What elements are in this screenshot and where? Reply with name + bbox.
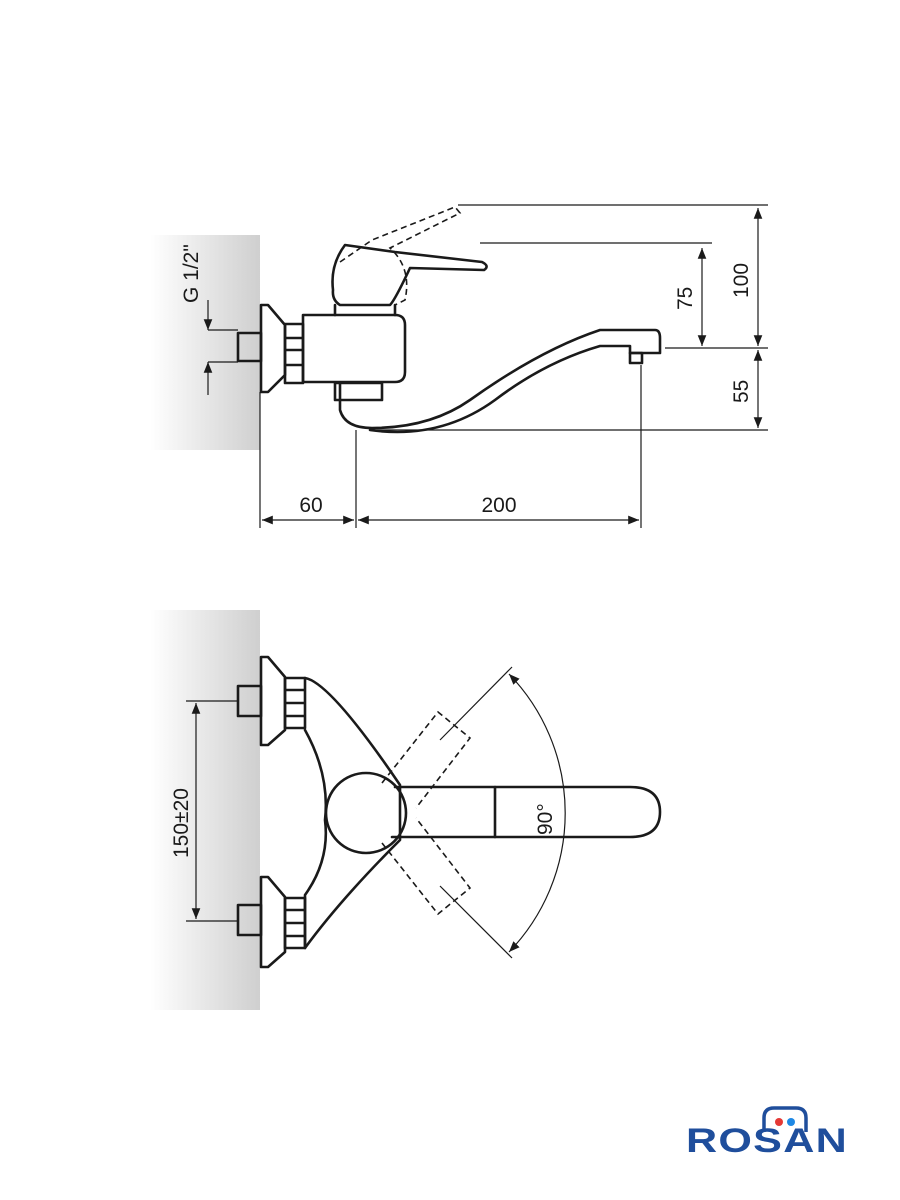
lever-neck <box>333 303 397 317</box>
dim-thread: G 1/2" <box>180 244 203 303</box>
logo-red-dot <box>775 1118 783 1126</box>
logo-blue-dot <box>787 1118 795 1126</box>
upper-flange <box>259 655 287 747</box>
lower-stub <box>236 903 263 937</box>
lower-flange <box>259 875 287 969</box>
cartridge-circle <box>324 771 408 855</box>
wall-shade-top <box>150 235 260 450</box>
dim-spout-height: 55 <box>730 380 753 403</box>
wall-flange <box>259 303 287 394</box>
dim-center-distance: 150±20 <box>170 788 193 858</box>
connector-stub <box>236 331 263 363</box>
lever-top-tip <box>493 785 662 839</box>
lever-top-solid <box>390 785 497 839</box>
logo-text: ROSAN <box>686 1122 848 1160</box>
spout-base <box>333 381 384 402</box>
aerator <box>628 351 644 365</box>
lower-nut <box>283 896 307 950</box>
dim-spout-reach: 200 <box>481 494 516 517</box>
dim-lever-height: 75 <box>674 287 697 310</box>
angle-arc <box>508 673 566 953</box>
wall-shade-bottom <box>150 610 260 1010</box>
brand-logo: ROSAN <box>686 1106 848 1160</box>
mixer-body <box>301 313 407 384</box>
dim-total-height: 100 <box>730 263 753 298</box>
side-view: G 1/2" 75 100 55 60 200 <box>150 204 768 528</box>
dim-swivel-angle: 90° <box>534 803 557 835</box>
spout <box>338 328 662 434</box>
upper-nut <box>283 676 307 730</box>
lever-dashed <box>339 206 462 306</box>
lever-dashed-up <box>381 710 472 809</box>
dim-wall-offset: 60 <box>299 494 322 517</box>
logo-arch <box>762 1106 808 1132</box>
nut <box>283 322 305 385</box>
lever-solid <box>331 243 488 307</box>
lever-dashed-down <box>381 817 472 916</box>
top-view: 90° 150±20 <box>150 610 662 1010</box>
body-arms <box>303 676 402 950</box>
